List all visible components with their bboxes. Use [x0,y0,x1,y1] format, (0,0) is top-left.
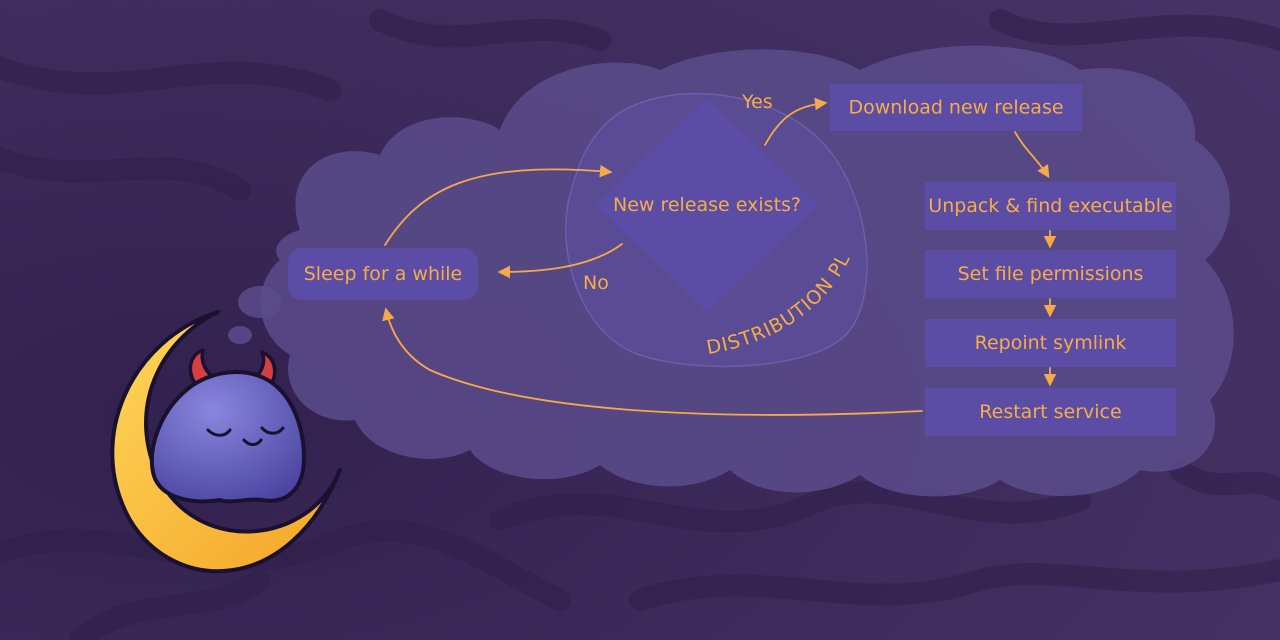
step-label-restart-service: Restart service [979,401,1121,423]
step-label-unpack-find-executable: Unpack & find executable [928,195,1172,217]
step-label-repoint-symlink: Repoint symlink [975,332,1127,354]
decision-label: New release exists? [613,194,801,216]
step-box-set-file-permissions[interactable] [925,250,1176,298]
arrow-download-to-unpack [1014,131,1050,179]
step-box-download-new-release[interactable] [830,84,1082,131]
decision-diamond[interactable] [596,98,818,312]
creature-body [149,370,306,504]
creature-left-eye [206,428,232,437]
crescent-moon-icon [110,310,342,574]
thought-bubble-large [238,286,282,318]
step-box-unpack-find-executable[interactable] [925,182,1176,230]
step-label-set-file-permissions: Set file permissions [958,263,1144,285]
arrow-decision-yes-to-download [764,97,828,146]
arrow-restart-to-sleep [382,307,923,416]
thought-bubble-small [228,326,252,344]
arrow-decision-no-to-sleep [497,243,623,279]
step-label-download-new-release: Download new release [848,97,1063,119]
sleep-label: Sleep for a while [304,263,463,285]
arrow-sleep-to-decision [384,164,613,246]
background-swirls [0,9,1280,640]
step-box-restart-service[interactable] [925,388,1176,436]
no-label: No [583,272,609,294]
yes-label: Yes [741,91,773,113]
flow-arrows [382,97,1057,416]
step-box-repoint-symlink[interactable] [925,319,1176,367]
sleep-box[interactable] [288,248,478,300]
sleeping-devil-creature-icon [149,348,306,504]
creature-smile [242,438,263,446]
creature-right-eye [260,426,285,435]
